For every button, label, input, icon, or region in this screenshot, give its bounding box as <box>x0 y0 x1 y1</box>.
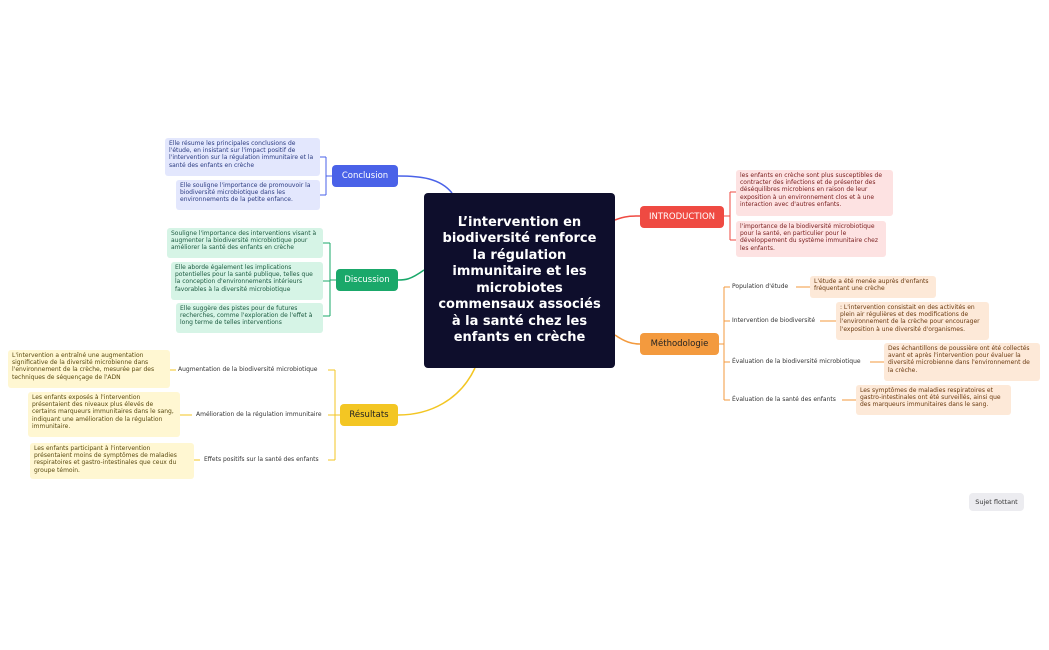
discussion-note-1[interactable]: Souligne l'importance des interventions … <box>167 228 323 258</box>
methodologie-sub-3-label: Évaluation de la biodiversité microbioti… <box>732 358 861 365</box>
discussion-note-3[interactable]: Elle suggère des pistes pour de futures … <box>176 303 323 333</box>
floating-topic-label: Sujet flottant <box>975 498 1018 506</box>
methodologie-sub-4[interactable]: Évaluation de la santé des enfants <box>730 394 838 406</box>
resultats-note-3[interactable]: Les enfants participant à l'intervention… <box>30 443 194 479</box>
resultats-note-3-text: Les enfants participant à l'intervention… <box>34 445 177 474</box>
branch-discussion[interactable]: Discussion <box>336 269 398 291</box>
methodologie-note-4-text: Les symptômes de maladies respiratoires … <box>860 387 1001 409</box>
resultats-sub-3-label: Effets positifs sur la santé des enfants <box>204 456 319 463</box>
resultats-note-1-text: L'intervention a entraîné une augmentati… <box>12 352 155 381</box>
branch-resultats-label: Résultats <box>349 410 389 420</box>
branch-resultats[interactable]: Résultats <box>340 404 398 426</box>
methodologie-note-4[interactable]: Les symptômes de maladies respiratoires … <box>856 385 1011 415</box>
resultats-sub-1-label: Augmentation de la biodiversité microbio… <box>178 366 318 373</box>
methodologie-note-1-text: L'étude a été menée auprès d'enfants fré… <box>814 278 929 293</box>
conclusion-note-2[interactable]: Elle souligne l'importance de promouvoir… <box>176 180 320 210</box>
resultats-sub-1[interactable]: Augmentation de la biodiversité microbio… <box>176 364 320 376</box>
branch-methodologie-label: Méthodologie <box>650 339 709 349</box>
resultats-sub-2[interactable]: Amélioration de la régulation immunitair… <box>194 409 324 421</box>
resultats-note-1[interactable]: L'intervention a entraîné une augmentati… <box>8 350 170 388</box>
methodologie-sub-2-label: Intervention de biodiversité <box>732 317 816 324</box>
resultats-sub-2-label: Amélioration de la régulation immunitair… <box>196 411 322 418</box>
branch-conclusion-label: Conclusion <box>341 171 389 181</box>
central-topic-text: L’intervention en biodiversité renforce … <box>438 214 601 346</box>
discussion-note-3-text: Elle suggère des pistes pour de futures … <box>180 305 313 327</box>
branch-methodologie[interactable]: Méthodologie <box>640 333 719 355</box>
resultats-note-2[interactable]: Les enfants exposés à l'intervention pré… <box>28 392 180 437</box>
branch-introduction-label: INTRODUCTION <box>648 212 716 222</box>
central-topic[interactable]: L’intervention en biodiversité renforce … <box>424 193 615 368</box>
branch-introduction[interactable]: INTRODUCTION <box>640 206 724 228</box>
methodologie-sub-1-label: Population d'étude <box>732 283 789 290</box>
branch-discussion-label: Discussion <box>344 275 390 285</box>
conclusion-note-2-text: Elle souligne l'importance de promouvoir… <box>180 182 311 204</box>
methodologie-note-2[interactable]: : L'intervention consistait en des activ… <box>836 302 989 340</box>
methodologie-note-3[interactable]: Des échantillons de poussière ont été co… <box>884 343 1040 381</box>
methodologie-note-3-text: Des échantillons de poussière ont été co… <box>888 345 1030 374</box>
methodologie-sub-3[interactable]: Évaluation de la biodiversité microbioti… <box>730 356 863 368</box>
methodologie-sub-4-label: Évaluation de la santé des enfants <box>732 396 836 403</box>
conclusion-note-1-text: Elle résume les principales conclusions … <box>169 140 314 169</box>
methodologie-sub-2[interactable]: Intervention de biodiversité <box>730 315 818 327</box>
introduction-note-1[interactable]: les enfants en crèche sont plus suscepti… <box>736 170 893 216</box>
conclusion-note-1[interactable]: Elle résume les principales conclusions … <box>165 138 320 176</box>
methodologie-sub-1[interactable]: Population d'étude <box>730 281 791 293</box>
introduction-note-1-text: les enfants en crèche sont plus suscepti… <box>740 172 883 208</box>
floating-topic[interactable]: Sujet flottant <box>969 493 1024 511</box>
resultats-sub-3[interactable]: Effets positifs sur la santé des enfants <box>202 454 321 466</box>
discussion-note-1-text: Souligne l'importance des interventions … <box>171 230 317 252</box>
branch-conclusion[interactable]: Conclusion <box>332 165 398 187</box>
methodologie-note-2-text: : L'intervention consistait en des activ… <box>840 304 980 333</box>
resultats-note-2-text: Les enfants exposés à l'intervention pré… <box>32 394 174 430</box>
methodologie-note-1[interactable]: L'étude a été menée auprès d'enfants fré… <box>810 276 936 298</box>
discussion-note-2[interactable]: Elle aborde également les implications p… <box>171 262 323 300</box>
introduction-note-2[interactable]: l'importance de la biodiversité microbio… <box>736 221 886 257</box>
discussion-note-2-text: Elle aborde également les implications p… <box>175 264 313 293</box>
introduction-note-2-text: l'importance de la biodiversité microbio… <box>740 223 878 252</box>
